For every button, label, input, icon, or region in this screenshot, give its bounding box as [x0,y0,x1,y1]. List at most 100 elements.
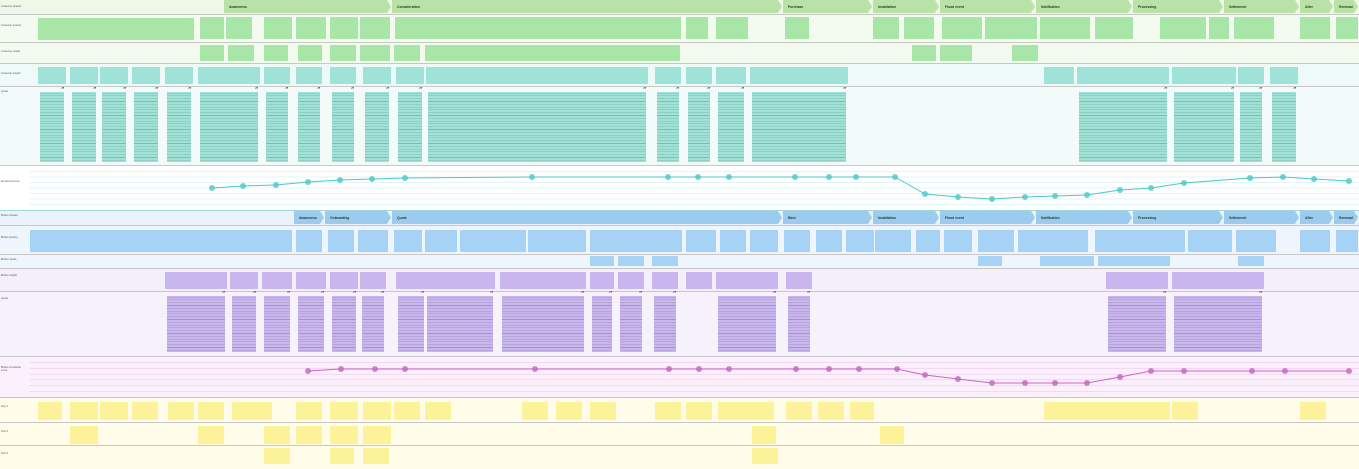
stage-onboarding[interactable]: Onboarding [325,211,391,224]
sticky-note [750,230,778,252]
emotion-point[interactable] [529,174,535,180]
emotion-point[interactable] [1282,368,1288,374]
emotion-point[interactable] [955,376,961,382]
emotion-point[interactable] [532,366,538,372]
stage-processing[interactable]: Processing [1133,0,1223,13]
stage-installation[interactable]: Installation [873,211,939,224]
emotion-point[interactable] [826,174,832,180]
sticky-note [264,45,288,61]
sticky-note [752,448,778,464]
stage-installation[interactable]: Installation [873,0,939,13]
emotion-point[interactable] [402,175,408,181]
stage-purchase[interactable]: Purchase [783,0,872,13]
stage-settlement[interactable]: Settlement [1224,211,1299,224]
emotion-point[interactable] [853,174,859,180]
stage-notification[interactable]: Notification [1036,0,1132,13]
sticky-note [330,402,358,420]
sticky-note [200,45,224,61]
emotion-point[interactable] [1022,380,1028,386]
emotion-point[interactable] [1148,185,1154,191]
sticky-note [264,426,290,444]
quote-mark-icon: ” [353,291,357,298]
emotion-point[interactable] [793,366,799,372]
stage-awareness[interactable]: Awareness [224,0,391,13]
quote-mark-icon: ” [643,87,647,94]
sticky-note [70,90,98,164]
stage-flood-event[interactable]: Flood event [940,211,1035,224]
emotion-point[interactable] [337,177,343,183]
customer-needs-label: Customer needs [1,50,21,53]
stage-consideration[interactable]: Consideration [392,0,782,13]
sticky-note [652,256,678,266]
emotion-point[interactable] [826,366,832,372]
quote-mark-icon: ” [1259,291,1263,298]
customer-emotional-curve [30,171,1359,205]
stage-renewal[interactable]: Renewal [1334,0,1358,13]
stage-renewal[interactable]: Renewal [1334,211,1358,224]
emotion-point[interactable] [1084,380,1090,386]
emotion-point[interactable] [1280,174,1286,180]
emotion-point[interactable] [792,174,798,180]
emotion-point[interactable] [1247,175,1253,181]
emotion-point[interactable] [922,191,928,197]
customer-emotional-band [0,166,1359,210]
stage-flood-event[interactable]: Flood event [940,0,1035,13]
emotion-point[interactable] [1148,368,1154,374]
stage-quote[interactable]: Quote [392,211,782,224]
divider [0,291,1359,292]
emotion-point[interactable] [1346,178,1352,184]
emotion-point[interactable] [1052,193,1058,199]
emotion-point[interactable] [665,174,671,180]
emotion-point[interactable] [696,366,702,372]
emotion-point[interactable] [1117,374,1123,380]
emotion-point[interactable] [989,380,995,386]
sticky-note [1172,67,1236,84]
emotion-point[interactable] [892,174,898,180]
emotion-point[interactable] [1346,368,1352,374]
stage-notification[interactable]: Notification [1036,211,1132,224]
emotion-point[interactable] [856,366,862,372]
customer-phases-label: Customer phases [1,5,22,8]
emotion-point[interactable] [666,366,672,372]
emotion-point[interactable] [726,174,732,180]
emotion-point[interactable] [305,179,311,185]
emotion-point[interactable] [1311,176,1317,182]
stage-after[interactable]: After [1300,0,1333,13]
emotion-point[interactable] [305,368,311,374]
emotion-point[interactable] [1052,380,1058,386]
emotion-point[interactable] [894,366,900,372]
sticky-note [978,230,1014,252]
emotion-point[interactable] [695,174,701,180]
emotion-point[interactable] [955,194,961,200]
divider [0,397,1359,398]
emotion-point[interactable] [372,366,378,372]
stage-after[interactable]: After [1300,211,1333,224]
stage-processing[interactable]: Processing [1133,211,1223,224]
quote-mark-icon: ” [1163,291,1167,298]
stage-awareness[interactable]: Awareness [294,211,324,224]
sticky-note [1106,402,1170,420]
sticky-note [396,272,426,289]
emotion-point[interactable] [726,366,732,372]
emotion-point[interactable] [402,366,408,372]
emotion-point[interactable] [1249,368,1255,374]
stage-bind[interactable]: Bind [783,211,872,224]
emotion-point[interactable] [369,176,375,182]
sticky-note [655,90,681,164]
emotion-point[interactable] [273,182,279,188]
sticky-note [942,17,982,39]
emotion-point[interactable] [1117,187,1123,193]
emotion-point[interactable] [922,372,928,378]
emotion-point[interactable] [338,366,344,372]
emotion-point[interactable] [1022,194,1028,200]
emotion-point[interactable] [1181,180,1187,186]
emotion-point[interactable] [1084,192,1090,198]
emotion-point[interactable] [989,196,995,202]
sticky-note [394,402,420,420]
sticky-note [328,230,354,252]
emotion-point[interactable] [240,183,246,189]
emotion-point[interactable] [209,185,215,191]
stage-settlement[interactable]: Settlement [1224,0,1299,13]
emotion-point[interactable] [1181,368,1187,374]
sticky-note [330,448,354,464]
